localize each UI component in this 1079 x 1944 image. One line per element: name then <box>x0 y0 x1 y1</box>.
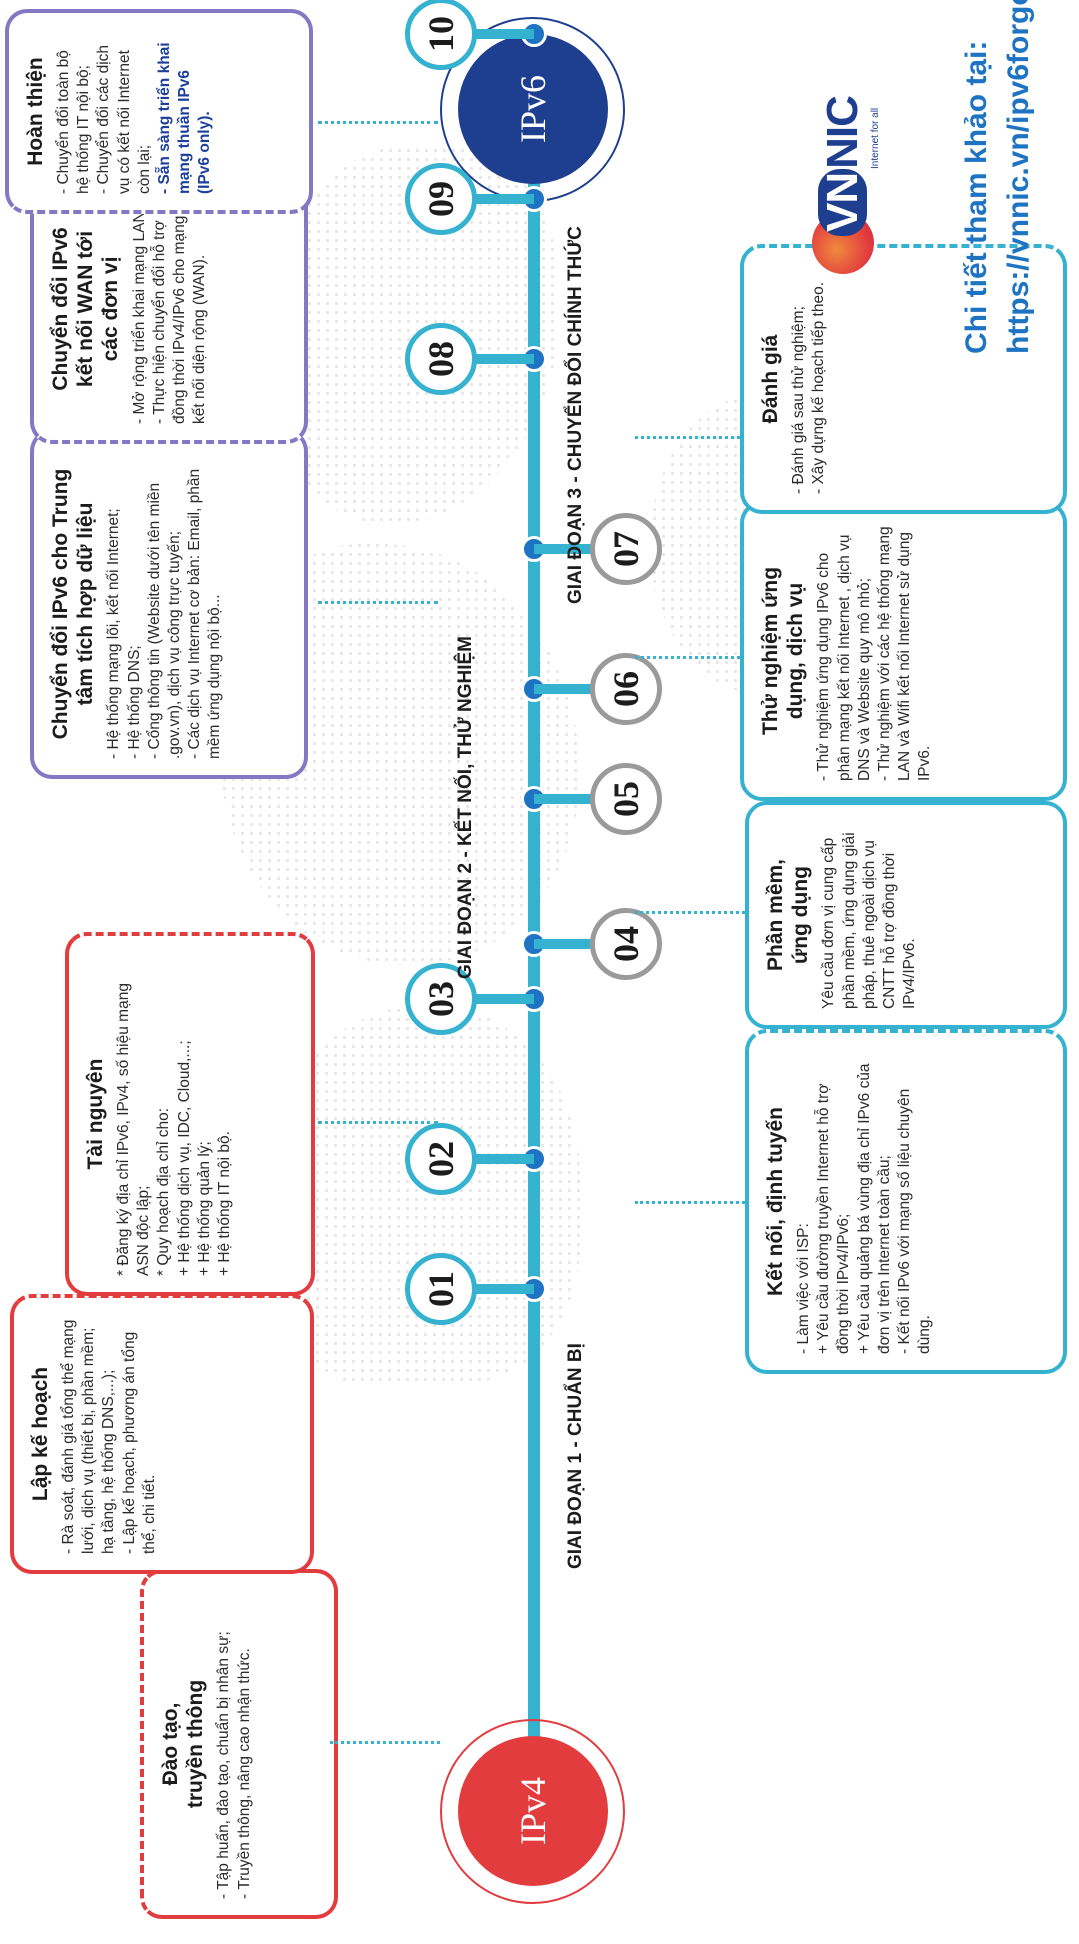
vnnic-logo: VNNIC Internet for all <box>790 74 910 274</box>
step-body-03: * Đăng ký địa chỉ IPv6, IPv4, số hiệu mạ… <box>115 983 233 1276</box>
phase-label-2: GIAI ĐOẠN 2 - KẾT NỐI, THỬ NGHIỆM <box>455 636 476 979</box>
connector-03 <box>318 1121 438 1124</box>
step-body-04: - Làm việc với ISP: + Yêu cầu đường truy… <box>795 1063 934 1354</box>
timeline-stem-04 <box>534 939 594 949</box>
step-title-01: Đào tạo, truyền thông <box>159 1679 208 1809</box>
step-title-02: Lập kế hoạch <box>29 1366 52 1502</box>
step-title-05: Phần mềm, ứng dụng <box>764 858 813 972</box>
step-card-09: Chuyển đổi IPv6 kết nối WAN tới các đơn … <box>30 174 308 444</box>
step-body-06: - Thử nghiệm ứng dụng IPv6 cho phân mạng… <box>815 526 934 781</box>
step-title-07: Đánh giá <box>759 334 782 424</box>
step-title-10: Hoàn thiện <box>24 57 47 166</box>
step-number-05: 05 <box>590 763 662 835</box>
step-body-05: Yêu cầu đơn vị cung cấp phần mềm, ứng dụ… <box>820 832 918 1009</box>
connector-08 <box>318 601 438 604</box>
step-body-01: - Tập huấn, đào tạo, chuẩn bị nhân sự; -… <box>215 1631 253 1899</box>
step-card-04: Kết nối, định tuyến - Làm việc với ISP: … <box>745 1029 1067 1374</box>
connector-06 <box>635 656 740 659</box>
step-number-09: 09 <box>405 163 477 235</box>
connector-07 <box>635 436 740 439</box>
reference-link[interactable]: https://vnnic.vn/ipv6forgov <box>1002 0 1035 354</box>
step-body-07: - Đánh giá sau thử nghiệm; - Xây dựng kế… <box>790 281 828 494</box>
step-title-08: Chuyển đổi IPv6 cho Trung tâm tích hợp d… <box>49 468 98 740</box>
step-body-09: - Mở rộng triển khai mạng LAN; - Thực hi… <box>130 207 208 424</box>
step-card-03: Tài nguyên * Đăng ký địa chỉ IPv6, IPv4,… <box>65 932 315 1296</box>
timeline-stem-10 <box>470 29 534 39</box>
ipv4-badge: IPv4 <box>458 1736 608 1886</box>
step-number-08: 08 <box>405 323 477 395</box>
phase-label-1: GIAI ĐOẠN 1 - CHUẨN BỊ <box>565 1343 586 1569</box>
timeline-stem-06 <box>534 684 594 694</box>
step-title-04: Kết nối, định tuyến <box>764 1107 787 1296</box>
step-number-07: 07 <box>590 513 662 585</box>
timeline-stem-01 <box>470 1284 534 1294</box>
step-title-06: Thử nghiệm ứng dụng, dịch vụ <box>759 566 808 736</box>
step-card-10: Hoàn thiện - Chuyển đổi toàn bộ hệ thống… <box>5 9 313 214</box>
ipv4-label: IPv4 <box>513 1777 553 1846</box>
timeline-stem-08 <box>470 354 534 364</box>
step-card-08: Chuyển đổi IPv6 cho Trung tâm tích hợp d… <box>30 429 308 779</box>
timeline-stem-09 <box>470 194 534 204</box>
ipv6-badge: IPv6 <box>458 34 608 184</box>
step-title-09: Chuyển đổi IPv6 kết nối WAN tới các đơn … <box>49 227 123 391</box>
logo-vn: VN <box>818 168 867 236</box>
logo-text: VNNIC <box>818 96 868 236</box>
step-number-02: 02 <box>405 1123 477 1195</box>
connector-04 <box>635 1201 745 1204</box>
logo-nic: NIC <box>818 96 867 169</box>
logo-tagline: Internet for all <box>870 107 881 169</box>
step-number-04: 04 <box>590 908 662 980</box>
timeline-stem-03 <box>470 994 534 1004</box>
ipv6-label: IPv6 <box>513 75 553 144</box>
timeline-stem-02 <box>470 1154 534 1164</box>
step-body-02: - Rà soát, đánh giá tổng thể mạng lưới, … <box>60 1319 158 1554</box>
step-card-05: Phần mềm, ứng dụng Yêu cầu đơn vị cung c… <box>745 801 1067 1029</box>
step-number-06: 06 <box>590 653 662 725</box>
connector-05 <box>635 911 745 914</box>
step-card-02: Lập kế hoạch - Rà soát, đánh giá tổng th… <box>10 1294 314 1574</box>
step-card-06: Thử nghiệm ứng dụng, dịch vụ - Thử nghiệ… <box>740 501 1067 801</box>
step-title-03: Tài nguyên <box>84 1058 107 1170</box>
step-body-10: - Chuyển đổi toàn bộ hệ thống IT nội bộ;… <box>54 29 215 194</box>
step-number-01: 01 <box>405 1253 477 1325</box>
reference-label: Chi tiết tham khảo tại: <box>960 40 993 354</box>
phase-label-3: GIAI ĐOẠN 3 - CHUYỂN ĐỔI CHÍNH THỨC <box>565 226 586 604</box>
step-card-01: Đào tạo, truyền thông - Tập huấn, đào tạ… <box>140 1569 338 1919</box>
timeline-spine <box>528 69 540 1849</box>
step-number-10: 10 <box>405 0 477 70</box>
step-body-08: - Hệ thống mạng lõi, kết nối Internet; -… <box>105 468 224 759</box>
connector-01 <box>330 1741 440 1744</box>
connector-10 <box>318 121 438 124</box>
step-body-10-highlight: - Sẵn sàng triển khai mạng thuần IPv6 (I… <box>155 42 214 194</box>
step-body-10-plain: - Chuyển đổi toàn bộ hệ thống IT nội bộ;… <box>55 44 153 194</box>
timeline-stem-05 <box>534 794 594 804</box>
